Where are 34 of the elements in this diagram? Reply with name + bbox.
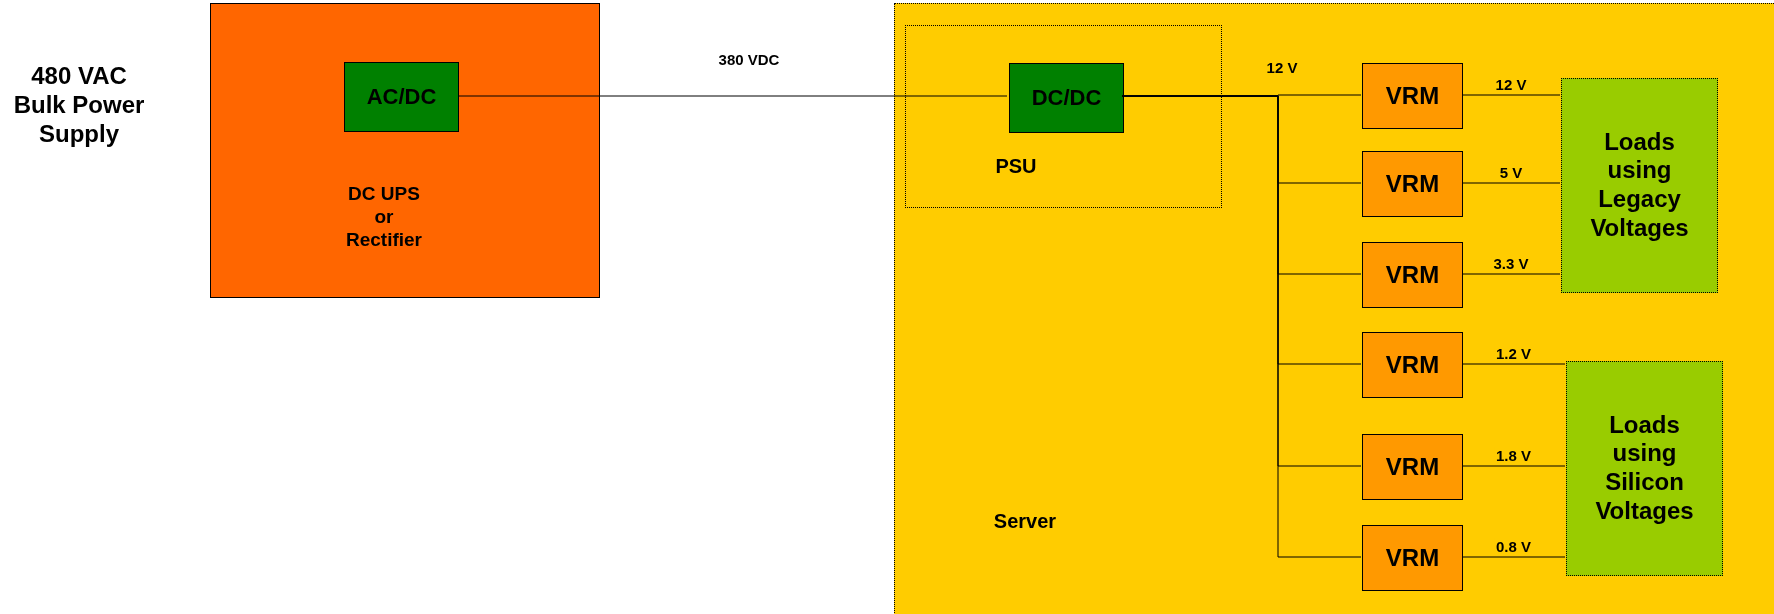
wire bbox=[1461, 363, 1566, 365]
node-label: VRM bbox=[1384, 350, 1441, 380]
node-label: PSU bbox=[994, 154, 1038, 178]
vrm-box bbox=[1362, 434, 1463, 500]
vrm-box bbox=[1362, 151, 1463, 217]
psu-box bbox=[905, 25, 1222, 208]
node-label: VRM bbox=[1384, 260, 1441, 290]
vrm-box bbox=[1362, 63, 1463, 129]
node-label: DC UPS or Rectifier bbox=[345, 183, 423, 252]
load-box bbox=[1566, 361, 1723, 576]
node-label: Server bbox=[992, 509, 1058, 533]
wire bbox=[1461, 556, 1566, 558]
node-label: VRM bbox=[1384, 452, 1441, 482]
rectifier-box bbox=[210, 3, 600, 298]
supply-label: 480 VAC Bulk Power Supply bbox=[12, 62, 146, 149]
node-label: VRM bbox=[1384, 543, 1441, 573]
vrm-box bbox=[1362, 242, 1463, 308]
wire bbox=[1461, 465, 1566, 467]
vrm-box bbox=[1362, 332, 1463, 398]
wire bbox=[1461, 182, 1561, 184]
wire bbox=[457, 95, 1008, 97]
wire bbox=[1461, 94, 1561, 96]
server-box bbox=[894, 3, 1774, 614]
load-box bbox=[1561, 78, 1718, 293]
vrm-box bbox=[1362, 525, 1463, 591]
converter-box bbox=[1009, 63, 1124, 133]
node-label: Loads using Legacy Voltages bbox=[1589, 127, 1690, 244]
node-label: VRM bbox=[1384, 169, 1441, 199]
node-label: DC/DC bbox=[1030, 84, 1103, 112]
converter-box bbox=[344, 62, 459, 132]
wire bbox=[1461, 273, 1561, 275]
node-label: AC/DC bbox=[365, 83, 438, 111]
node-label: VRM bbox=[1384, 81, 1441, 111]
node-label: Loads using Silicon Voltages bbox=[1594, 410, 1695, 527]
